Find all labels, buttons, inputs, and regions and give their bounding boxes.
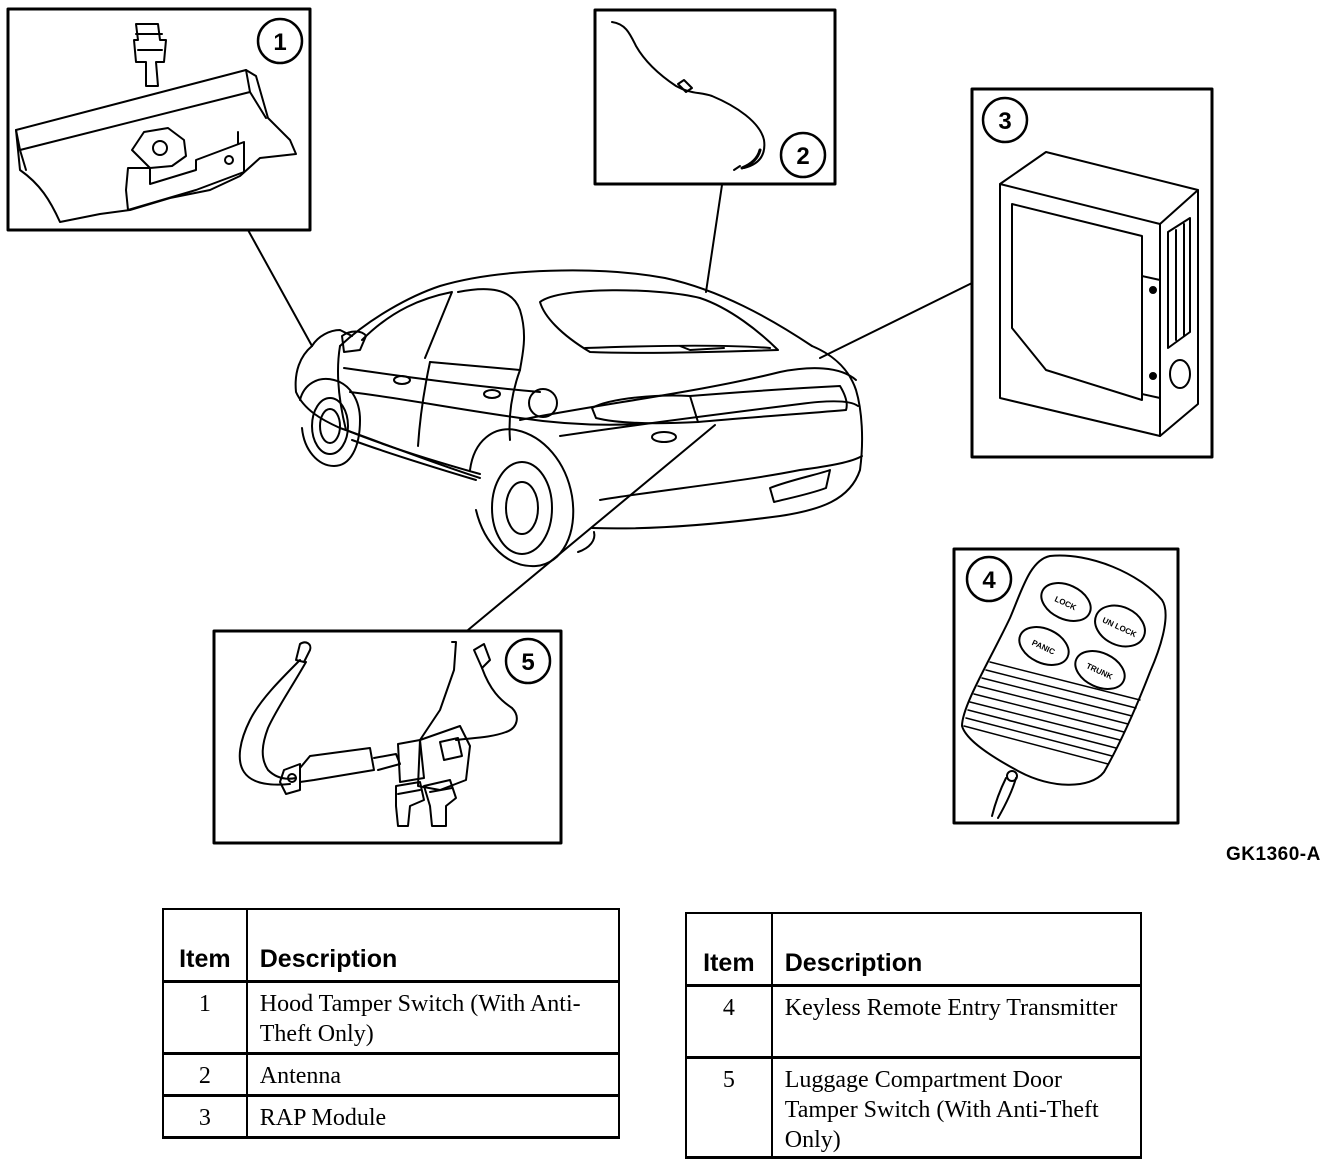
callout-4-label: 4 [982, 567, 996, 594]
callout-3 [981, 96, 1029, 144]
callout-5-label: 5 [521, 649, 534, 676]
callout-4 [965, 555, 1013, 603]
item-description: Hood Tamper Switch (With Anti-Theft Only… [245, 980, 621, 1055]
remote-button-trunk: TRUNK [1085, 661, 1114, 681]
column-header-description: Description [770, 912, 1143, 987]
column-header-item: Item [162, 908, 248, 983]
legend-table-left: Item Description 1 Hood Tamper Switch (W… [162, 908, 621, 1139]
remote-button-lock: LOCK [1053, 594, 1078, 612]
rap-module-illustration [999, 151, 1199, 437]
detail-box-5: 5 [212, 629, 563, 845]
callout-1 [256, 17, 304, 65]
table-row: 2 Antenna [162, 1052, 621, 1097]
remote-button-unlock: UN LOCK [1101, 616, 1138, 640]
column-header-item: Item [685, 912, 773, 987]
item-number: 2 [162, 1052, 248, 1097]
item-number: 3 [162, 1094, 248, 1139]
item-number: 4 [685, 984, 773, 1059]
table-header-row: Item Description [162, 908, 621, 983]
figure-reference: GK1360-A [1226, 844, 1321, 865]
detail-box-2: 2 [593, 8, 837, 186]
leader-lines [247, 184, 973, 631]
vehicle-illustration [294, 269, 864, 568]
luggage-switch-illustration [238, 641, 518, 827]
item-description: Antenna [245, 1052, 621, 1097]
table-row: 5 Luggage Compartment Door Tamper Switch… [685, 1056, 1143, 1159]
detail-box-3: 3 [970, 87, 1214, 459]
legend-table-right: Item Description 4 Keyless Remote Entry … [685, 912, 1143, 1159]
callout-2-label: 2 [796, 143, 809, 170]
item-description: Keyless Remote Entry Transmitter [770, 984, 1143, 1059]
table-row: 3 RAP Module [162, 1094, 621, 1139]
detail-box-4: LOCK UN LOCK PANIC TRUNK 4 [952, 547, 1180, 825]
column-header-description: Description [245, 908, 621, 983]
remote-button-panic: PANIC [1030, 638, 1056, 657]
callout-5 [504, 637, 552, 685]
remote-ribbing [963, 661, 1141, 765]
table-row: 1 Hood Tamper Switch (With Anti-Theft On… [162, 980, 621, 1055]
item-description: Luggage Compartment Door Tamper Switch (… [770, 1056, 1143, 1159]
detail-box-1: 1 [6, 7, 312, 232]
callout-1-label: 1 [273, 29, 286, 56]
item-number: 5 [685, 1056, 773, 1159]
table-row: 4 Keyless Remote Entry Transmitter [685, 984, 1143, 1059]
callout-3-label: 3 [998, 108, 1011, 135]
antenna-illustration [611, 21, 766, 169]
hood-switch-illustration [15, 23, 297, 223]
item-description: RAP Module [245, 1094, 621, 1139]
remote-transmitter-illustration [961, 554, 1167, 819]
item-number: 1 [162, 980, 248, 1055]
callout-2 [779, 131, 827, 179]
table-header-row: Item Description [685, 912, 1143, 987]
